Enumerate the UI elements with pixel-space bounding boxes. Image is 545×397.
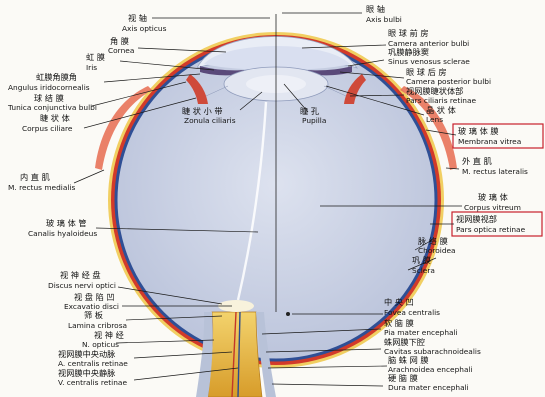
label-en: Lamina cribrosa	[68, 321, 127, 330]
label-zh: 蛛网膜下腔	[384, 337, 425, 347]
label-zh: 巩 膜	[412, 255, 431, 265]
label-zh: 睫 状 体	[40, 113, 70, 123]
label-en: Tunica conjunctiva bulbi	[7, 103, 97, 112]
label-zh: 外 直 肌	[462, 156, 492, 166]
label-zh: 巩膜静脉窦	[388, 47, 429, 57]
label-zh: 视网膜睫状体部	[406, 86, 463, 96]
label-en: Angulus iridocornealis	[8, 83, 90, 92]
label-en: Axis bulbi	[366, 15, 402, 24]
label-zh: 视 神 经	[94, 330, 124, 340]
label-en: Dura mater encephali	[388, 383, 469, 392]
label-zh: 筛 板	[84, 310, 103, 320]
label-zh: 晶 状 体	[426, 105, 456, 115]
label-en: Iris	[86, 63, 97, 72]
label-zh: 虹 膜	[86, 52, 105, 62]
label-en: V. centralis retinae	[58, 378, 127, 387]
label-en: Choroidea	[418, 246, 456, 255]
label-zh: 脉 络 膜	[418, 236, 448, 246]
label-en: Discus nervi optici	[48, 281, 116, 290]
label-en: Axis opticus	[122, 24, 167, 33]
label-zh: 中 央 凹	[384, 297, 414, 307]
label-en: Lens	[426, 115, 443, 124]
label-zh: 眼 球 后 房	[406, 67, 447, 77]
label-zh: 内 直 肌	[20, 172, 50, 182]
label-en: Canalis hyaloideus	[28, 229, 97, 238]
label-zh: 视 盘 陷 凹	[74, 292, 115, 302]
fovea-marker	[286, 312, 290, 316]
label-en: Corpus ciliare	[22, 124, 73, 133]
label-en: Pupilla	[302, 116, 326, 125]
label-zh: 玻 璃 体 膜	[458, 126, 499, 136]
label-zh: 玻 璃 体 管	[46, 218, 87, 228]
label-en: M. rectus medialis	[8, 183, 75, 192]
label-zh: 瞳 孔	[300, 106, 319, 116]
label-zh: 角 膜	[110, 36, 129, 46]
label-zh: 软 脑 膜	[384, 318, 414, 328]
label-zh: 眼 轴	[366, 4, 385, 14]
label-zh: 脑 蛛 网 膜	[388, 355, 429, 365]
label-en: Pia mater encephali	[384, 328, 458, 337]
label-en: N. opticus	[82, 340, 119, 349]
label-en: A. centralis retinae	[58, 359, 128, 368]
label-en: Sclera	[412, 266, 435, 275]
label-zh: 视网膜中央动脉	[58, 349, 115, 359]
label-zh: 视网膜中央静脉	[58, 368, 115, 378]
label-en: Pars optica retinae	[456, 225, 526, 234]
label-zh: 玻 璃 体	[478, 192, 508, 202]
label-en: Pars ciliaris retinae	[406, 96, 477, 105]
label-zh: 视 神 经 盘	[60, 270, 101, 280]
label-en: Membrana vitrea	[458, 137, 521, 146]
label-zh: 球 结 膜	[34, 93, 64, 103]
label-zh: 眼 球 前 房	[388, 28, 429, 38]
label-zh: 硬 脑 膜	[388, 373, 418, 383]
label-zh: 视 轴	[128, 13, 147, 23]
label-en: Zonula ciliaris	[184, 116, 236, 125]
label-en: Cornea	[108, 46, 134, 55]
label-en: Sinus venosus sclerae	[388, 57, 470, 66]
label-en: Fovea centralis	[384, 308, 440, 317]
label-zh: 睫 状 小 带	[182, 106, 223, 116]
label-en: Corpus vitreum	[464, 203, 521, 212]
label-en: Camera posterior bulbi	[406, 77, 491, 86]
label-zh: 虹膜角膜角	[36, 72, 77, 82]
label-zh: 视网膜视部	[456, 214, 497, 224]
label-en: M. rectus lateralis	[462, 167, 528, 176]
